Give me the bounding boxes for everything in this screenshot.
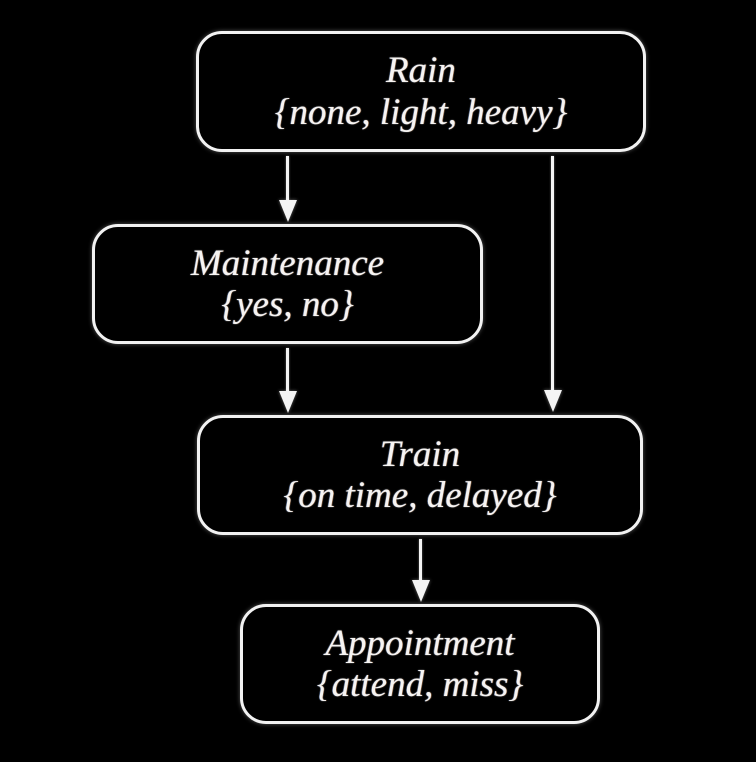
node-states: {on time, delayed} — [283, 475, 557, 516]
node-rain[interactable]: Rain{none, light, heavy} — [196, 31, 646, 152]
edge-rain-to-maintenance — [278, 156, 297, 222]
edge-train-to-appointment — [411, 539, 430, 602]
edge-shaft — [286, 348, 289, 393]
node-states: {none, light, heavy} — [274, 91, 568, 133]
node-maintenance[interactable]: Maintenance{yes, no} — [92, 224, 483, 344]
edge-shaft — [551, 156, 554, 392]
node-title: Rain — [386, 50, 456, 92]
node-states: {attend, miss} — [316, 664, 524, 705]
node-train[interactable]: Train{on time, delayed} — [197, 415, 643, 535]
edge-maintenance-to-train — [278, 348, 297, 413]
node-states: {yes, no} — [221, 284, 354, 325]
arrowhead-icon — [278, 391, 297, 413]
edge-rain-to-train — [543, 156, 562, 412]
edge-shaft — [419, 539, 422, 582]
edge-shaft — [286, 156, 289, 202]
node-title: Maintenance — [190, 242, 385, 284]
node-title: Train — [379, 433, 461, 475]
arrowhead-icon — [278, 200, 297, 222]
arrowhead-icon — [411, 580, 430, 602]
node-appointment[interactable]: Appointment{attend, miss} — [240, 604, 600, 724]
node-title: Appointment — [325, 622, 515, 664]
arrowhead-icon — [543, 390, 562, 412]
